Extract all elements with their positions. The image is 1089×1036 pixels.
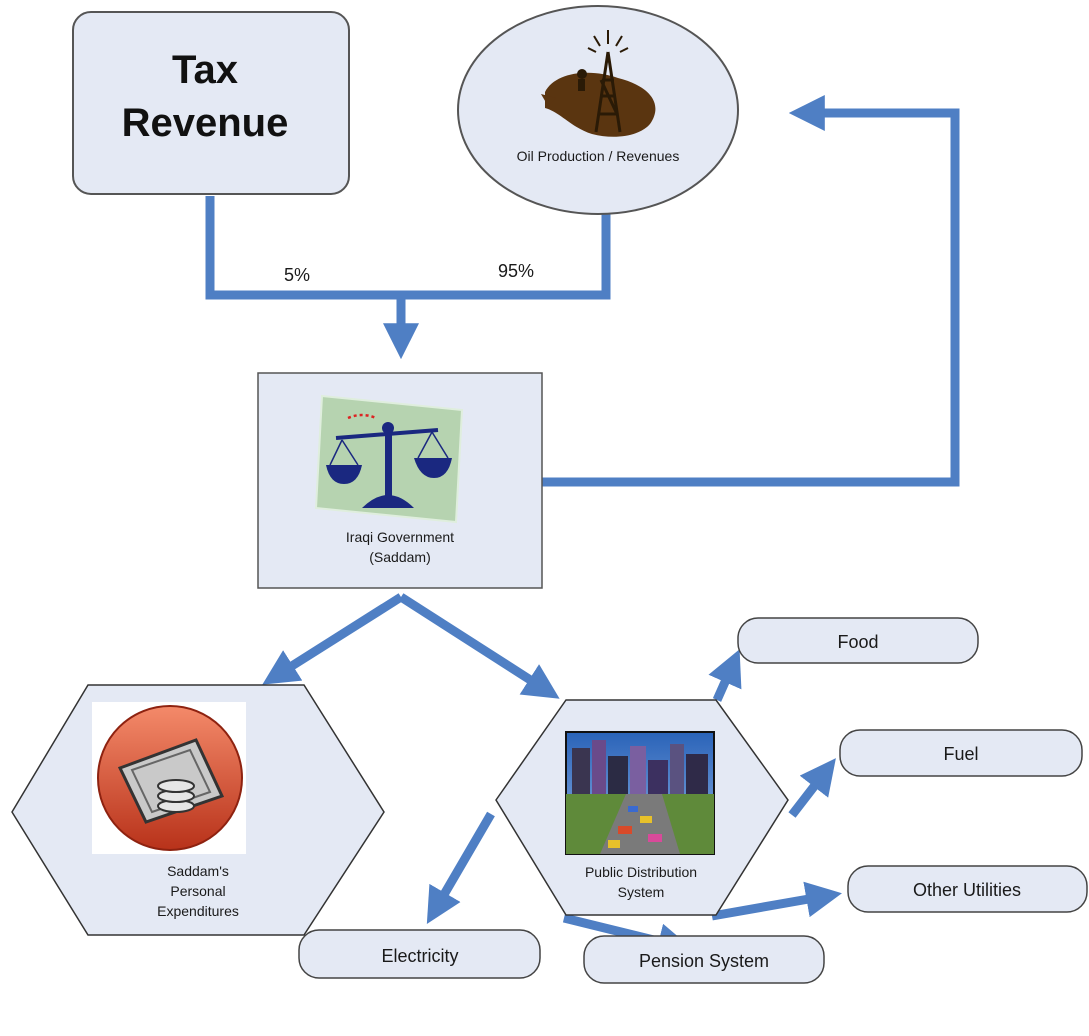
personal-label-line3: Expenditures [157, 903, 239, 919]
oil-derrick-icon [541, 30, 656, 137]
city-traffic-icon [565, 731, 715, 855]
oil-production-node: Oil Production / Revenues [457, 5, 739, 215]
electricity-node: Electricity [298, 929, 541, 979]
government-label-line1: Iraqi Government [346, 529, 454, 545]
personal-label-line1: Saddam's [167, 863, 229, 879]
other-utilities-node: Other Utilities [847, 865, 1088, 913]
fuel-label: Fuel [943, 744, 978, 764]
money-stack-icon [92, 702, 246, 854]
tax-revenue-node: Tax Revenue [72, 11, 350, 195]
public-distribution-node: Public Distribution System [495, 699, 789, 916]
tax-to-merge-line [205, 196, 401, 300]
tax-revenue-label-line1: Tax [172, 48, 238, 92]
oil-to-merge-line [401, 214, 611, 300]
pds-to-electricity-arrow [426, 811, 495, 924]
pds-to-fuel-arrow [788, 758, 836, 818]
personal-label-line2: Personal [170, 883, 225, 899]
connectors [205, 95, 960, 959]
scales-of-justice-icon [314, 394, 464, 524]
electricity-label: Electricity [381, 946, 458, 966]
food-label: Food [837, 632, 878, 652]
pds-label-line1: Public Distribution [585, 864, 697, 880]
oil-share-label: 95% [498, 261, 534, 281]
tax-revenue-label-line2: Revenue [122, 101, 289, 145]
government-to-pds-arrow [398, 593, 560, 699]
tax-share-label: 5% [284, 265, 310, 285]
fuel-node: Fuel [839, 729, 1083, 777]
government-to-personal-arrow [262, 593, 404, 685]
pds-label-line2: System [618, 884, 665, 900]
food-node: Food [737, 617, 979, 664]
pds-to-food-arrow [708, 649, 742, 702]
government-to-oil-arrow [541, 95, 960, 487]
other-utilities-label: Other Utilities [913, 880, 1021, 900]
government-node: Iraqi Government (Saddam) [257, 372, 543, 589]
pds-to-utilities-arrow [711, 881, 842, 921]
personal-expenditures-node: Saddam's Personal Expenditures [11, 684, 385, 936]
oil-production-label: Oil Production / Revenues [517, 148, 680, 164]
government-label-line2: (Saddam) [369, 549, 430, 565]
pension-system-label: Pension System [639, 951, 769, 971]
pension-system-node: Pension System [583, 935, 825, 984]
